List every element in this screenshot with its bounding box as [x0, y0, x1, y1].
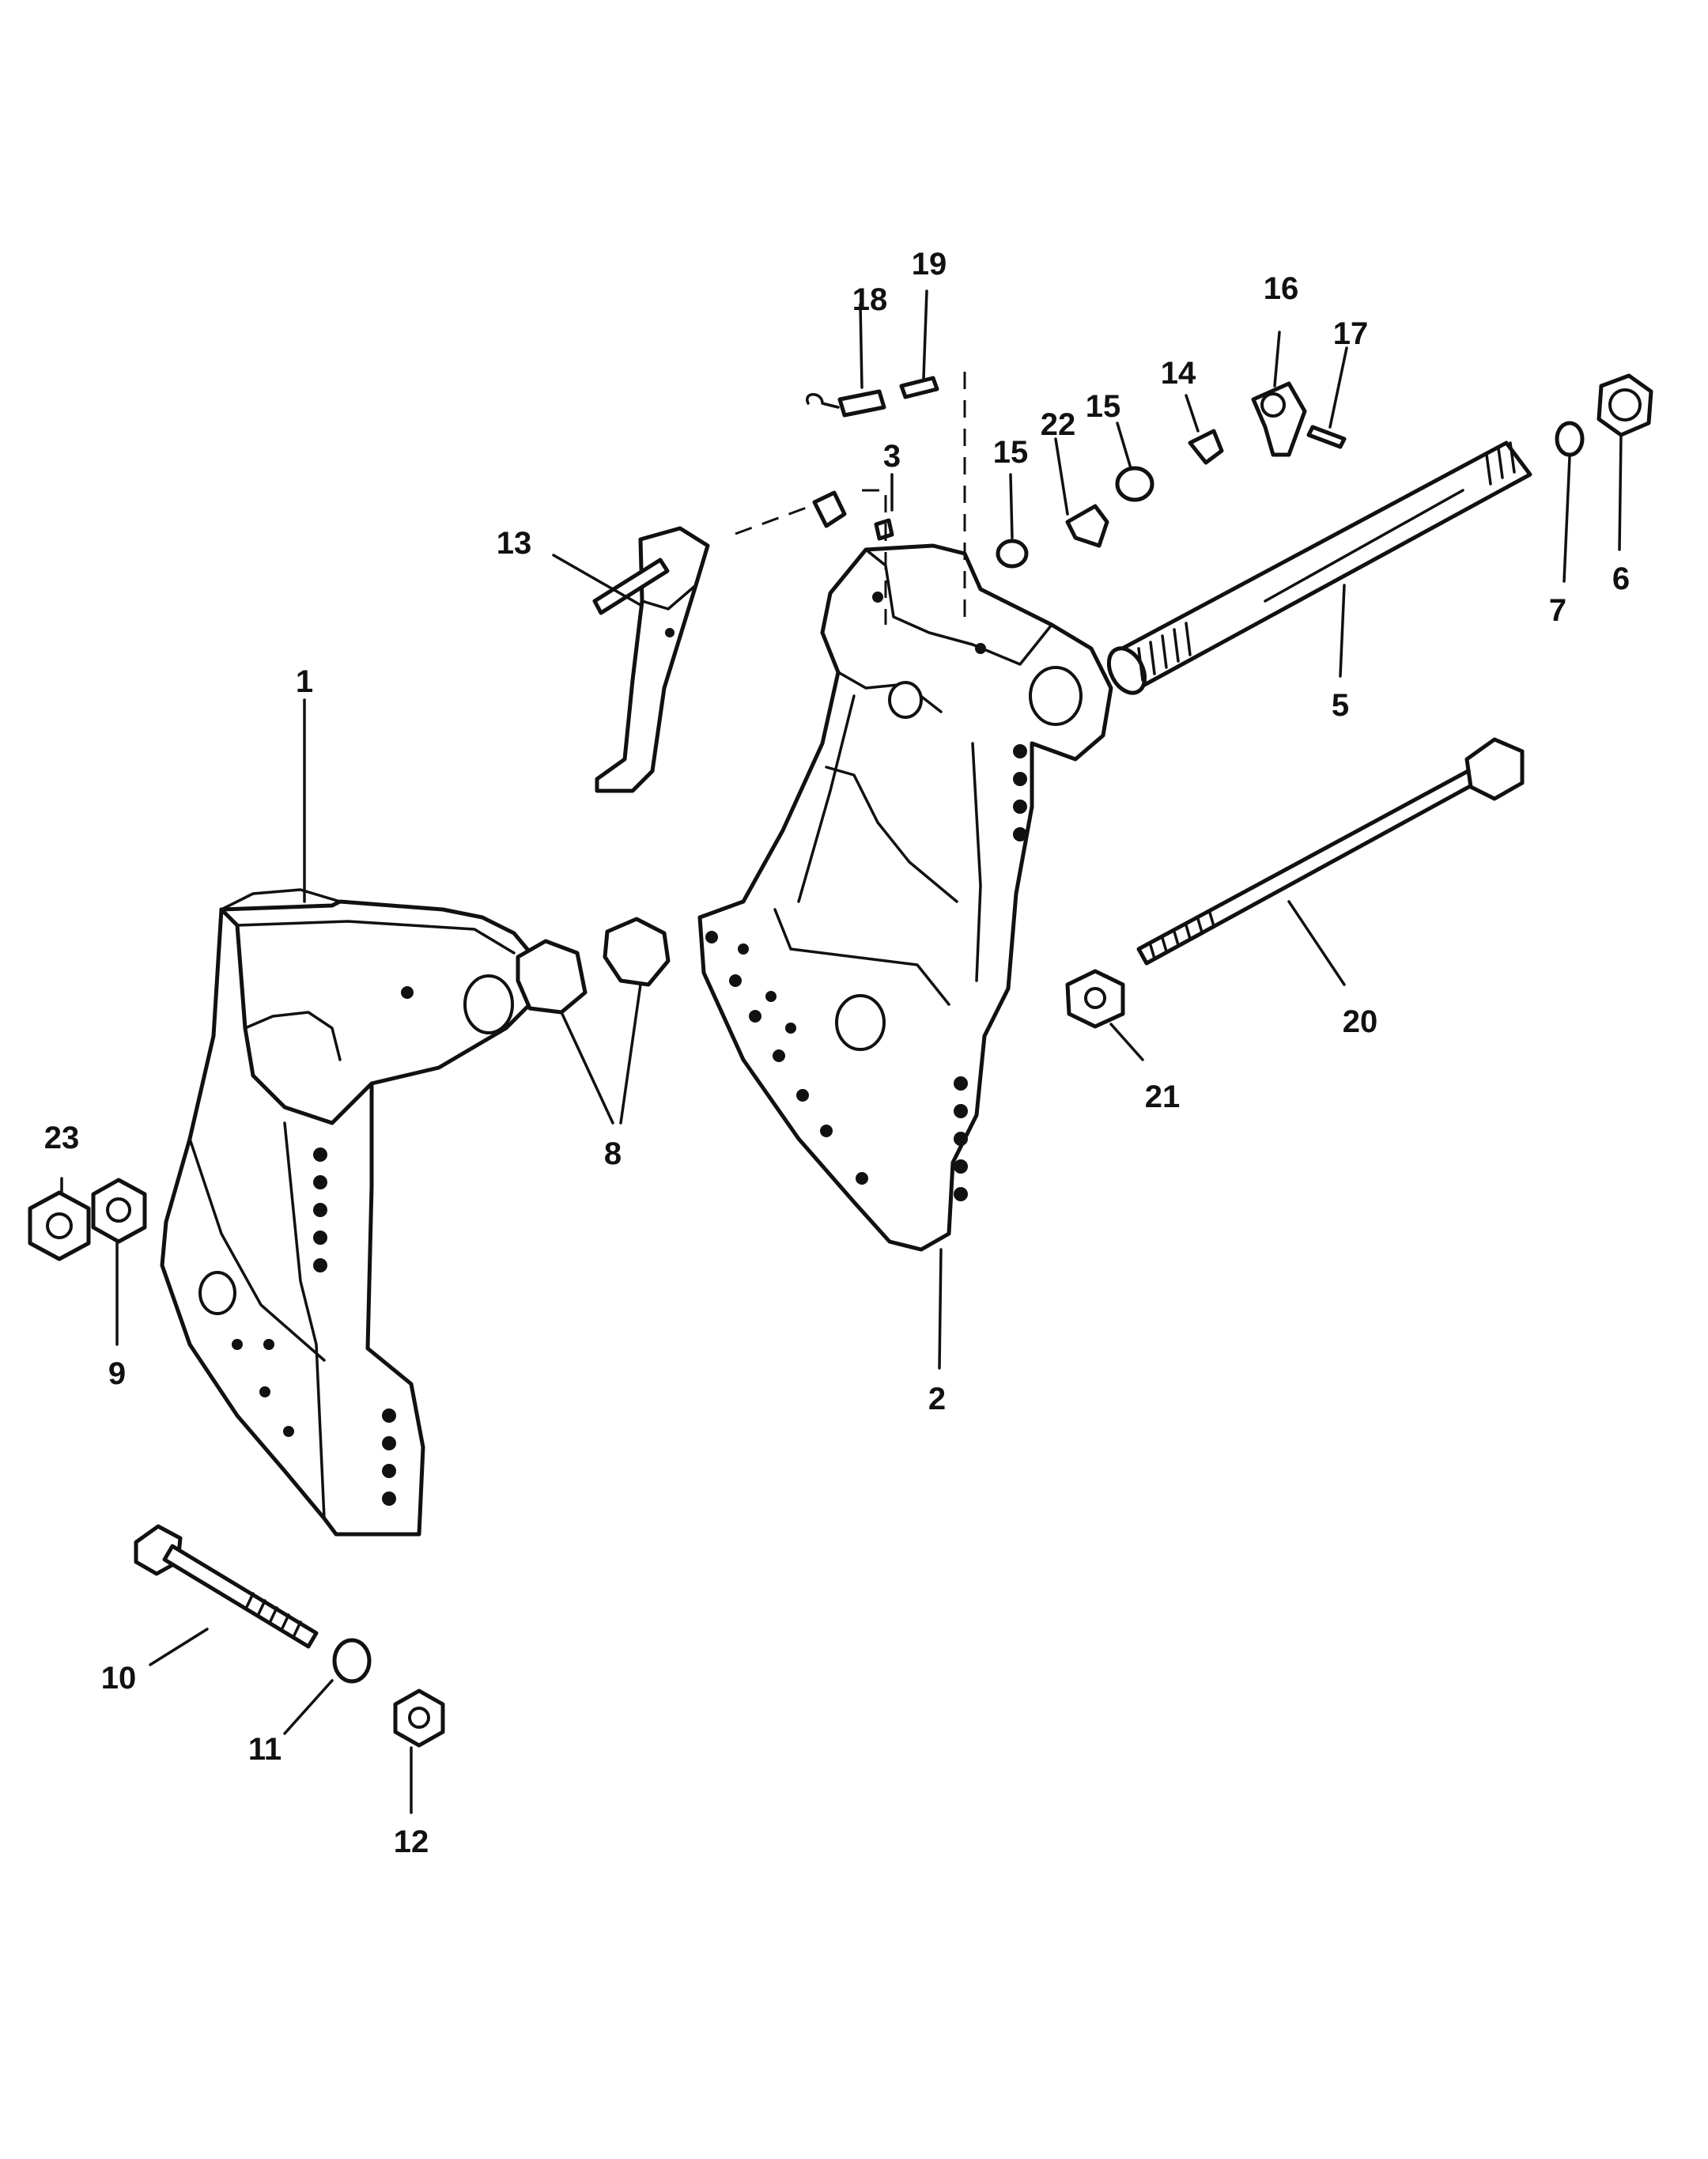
callout-5: 5	[1332, 688, 1349, 723]
bolt-10	[134, 1524, 319, 1649]
callout-9: 9	[108, 1356, 126, 1391]
callout-labels: 1 2 3 5 6 7 8 9 10 11 12 13 14 15 15 16 …	[44, 247, 1630, 1859]
callout-15b: 15	[1086, 389, 1121, 424]
callout-10: 10	[101, 1661, 137, 1696]
callout-8: 8	[604, 1136, 622, 1171]
nut-21	[1065, 969, 1125, 1029]
callout-22: 22	[1041, 407, 1076, 442]
callout-17: 17	[1333, 316, 1369, 351]
nut-23	[28, 1190, 91, 1261]
callout-11: 11	[248, 1732, 282, 1767]
callout-6: 6	[1612, 561, 1630, 596]
washer-11	[332, 1638, 372, 1684]
small-hardware	[735, 372, 1347, 625]
callout-18: 18	[852, 282, 888, 317]
tab-washers	[516, 917, 671, 1015]
callout-16: 16	[1264, 271, 1299, 306]
callout-7: 7	[1549, 593, 1566, 628]
callout-3: 3	[883, 439, 901, 474]
long-bolt	[1136, 737, 1525, 966]
callout-15a: 15	[993, 435, 1029, 470]
leader-lines	[60, 289, 1623, 1814]
callout-13: 13	[497, 526, 532, 561]
swivel-tube	[1106, 440, 1532, 695]
callout-1: 1	[296, 664, 313, 699]
callout-23: 23	[44, 1121, 80, 1155]
callout-14: 14	[1161, 356, 1196, 391]
tube-nut-top	[1597, 373, 1653, 437]
right-clamp-bracket	[697, 543, 1113, 1252]
nut-12	[393, 1688, 445, 1748]
callout-19: 19	[912, 247, 947, 282]
lock-nut-9	[91, 1178, 147, 1244]
tilt-lock-lever	[592, 526, 710, 793]
callout-20: 20	[1343, 1004, 1378, 1039]
callout-2: 2	[928, 1382, 946, 1416]
o-ring	[1555, 421, 1585, 457]
callout-21: 21	[1145, 1080, 1181, 1114]
callout-12: 12	[394, 1824, 429, 1859]
left-clamp-bracket	[160, 888, 540, 1537]
